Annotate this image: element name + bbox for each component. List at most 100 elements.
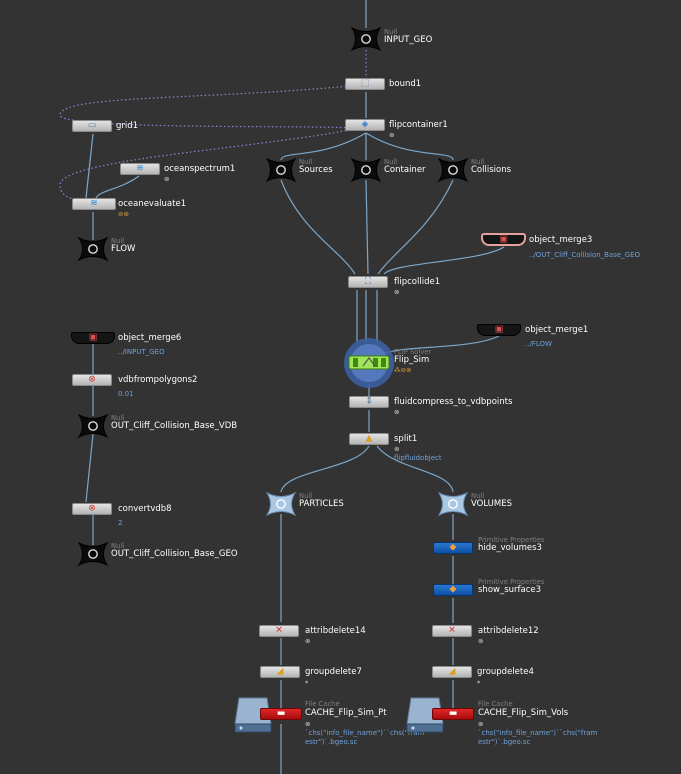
flip-collide-icon: ⛶ [364,276,372,287]
node-label: bound1 [389,79,422,89]
bypass-flag-icon: ⊚ [164,175,170,183]
vdb-icon: ⊗ [88,374,96,385]
node-param: * [305,679,309,687]
node-type-tag: File Cache [305,700,340,708]
node-label: fluidcompress_to_vdbpoints [394,397,513,407]
file-cache-icon: ▬ [448,708,458,719]
flip-solver-icon [344,338,394,388]
node-type-tag: Null [471,492,485,500]
node-label: Sources [299,165,333,175]
node-label: CACHE_Flip_Sim_Vols [478,708,569,718]
node-param: ../INPUT_GEO [118,348,165,356]
object-merge-icon: ▣ [494,324,504,335]
bypass-flag-icon: ⊚ [394,288,400,296]
group-delete-icon: ◢ [448,666,456,677]
node-type-tag: Null [471,158,485,166]
node-type-tag: Null [384,158,398,166]
grid-plane-icon: ▭ [87,120,97,131]
ocean-wave-icon: ≋ [90,198,98,209]
vdb-icon: ⊗ [88,503,96,514]
node-label: object_merge1 [525,325,589,335]
node-label: OUT_Cliff_Collision_Base_VDB [111,421,238,431]
node-label: hide_volumes3 [478,543,542,553]
node-label: flipcontainer1 [389,120,448,130]
node-param: estr")`.bgeo.sc [305,738,358,746]
node-label: groupdelete4 [477,667,534,677]
prim-properties-icon: ◆ [449,584,457,595]
display-flags-icon: ⁂⊘⊚ [394,366,412,374]
null-cross-icon [437,491,469,517]
bypass-flag-icon: ⊚ [389,131,395,139]
null-cross-icon [437,157,469,183]
display-flags-icon: ⊘⊚ [118,210,129,218]
flip-container-icon: ◈ [361,119,369,130]
bypass-flag-icon: ⊚ [394,408,400,416]
node-param: `chs("info_file_name")``chs("fram [478,729,598,737]
ocean-wave-icon: ≋ [136,163,144,174]
compress-icon: ⇕ [365,396,373,407]
node-label: groupdelete7 [305,667,362,677]
node-param: `chs("info_file_name")``chs("fram [305,729,425,737]
node-label: Collisions [471,165,512,175]
prim-properties-icon: ◆ [449,542,457,553]
node-type-tag: Primitive Properties [478,578,545,586]
bound-box-icon: ⬚ [360,78,370,89]
object-merge-icon: ▣ [499,234,508,244]
file-cache-icon: ▬ [276,708,286,719]
group-delete-icon: ◢ [276,666,284,677]
bypass-flag-icon: ⊚ [478,720,484,728]
node-label: oceanevaluate1 [118,199,187,209]
attrib-delete-icon: ✕ [448,625,456,636]
null-cross-icon [265,157,297,183]
node-label: PARTICLES [299,499,344,509]
node-param: * [477,679,481,687]
node-label: attribdelete14 [305,626,366,636]
node-type-tag: Null [111,542,125,550]
node-label: vdbfrompolygons2 [118,375,198,385]
node-label: OUT_Cliff_Collision_Base_GEO [111,549,238,559]
node-label: Flip_Sim [394,355,430,365]
node-label: INPUT_GEO [384,35,433,45]
split-icon: ▲ [365,433,373,444]
node-type-tag: Null [111,237,125,245]
bypass-flag-icon: ⊚ [305,637,311,645]
node-label: FLOW [111,244,136,254]
node-label: split1 [394,434,418,444]
node-label: attribdelete12 [478,626,539,636]
node-type-tag: FLIP Solver [394,348,432,356]
node-param: ../FLOW [525,340,552,348]
node-type-tag: Null [384,28,398,36]
node-label: object_merge6 [118,333,182,343]
bypass-flag-icon: ⊚ [394,445,400,453]
node-param: flipfluidobject [394,454,442,462]
null-cross-icon [350,157,382,183]
node-type-tag: Null [111,414,125,422]
null-cross-icon [350,26,382,52]
node-label: VOLUMES [471,499,512,509]
node-label: oceanspectrum1 [164,164,236,174]
attrib-delete-icon: ✕ [275,625,283,636]
bypass-flag-icon: ⊚ [305,720,311,728]
node-type-tag: Null [299,492,313,500]
null-cross-icon [77,236,109,262]
node-label: convertvdb8 [118,504,172,514]
node-type-tag: File Cache [478,700,513,708]
node-param: 0.01 [118,390,134,398]
node-type-tag: Null [299,158,313,166]
node-label: CACHE_Flip_Sim_Pt [305,708,387,718]
null-cross-icon [265,491,297,517]
node-label: show_surface3 [478,585,542,595]
object-merge-icon: ▣ [88,332,98,343]
node-param: 2 [118,519,123,527]
node-label: flipcollide1 [394,277,441,287]
node-type-tag: Primitive Properties [478,536,545,544]
node-param: estr")`.bgeo.sc [478,738,531,746]
node-label: object_merge3 [529,235,593,245]
node-label: Container [384,165,426,175]
null-cross-icon [77,413,109,439]
node-param: ../OUT_Cliff_Collision_Base_GEO [529,251,641,259]
node-label: grid1 [116,121,139,131]
bypass-flag-icon: ⊚ [478,637,484,645]
null-cross-icon [77,541,109,567]
